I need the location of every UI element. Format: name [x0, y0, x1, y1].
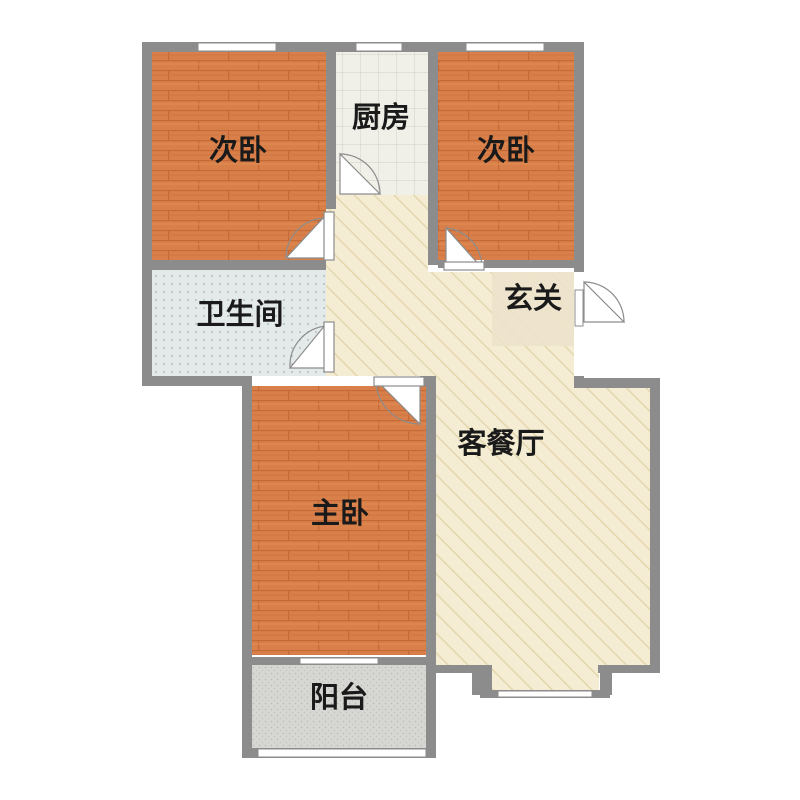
floor-master-bedroom [252, 386, 426, 655]
room-label-living-dining: 客餐厅 [457, 426, 544, 460]
floor-entrance [492, 272, 574, 346]
windows [197, 42, 593, 758]
room-label-bedroom-right: 次卧 [477, 133, 535, 167]
floor-bathroom [152, 270, 326, 376]
room-label-master-bedroom: 主卧 [311, 496, 369, 530]
floor-bedroom-right [438, 52, 574, 260]
room-label-entrance: 玄关 [504, 281, 562, 315]
room-label-bathroom: 卫生间 [196, 297, 283, 331]
doors [284, 152, 626, 426]
door-entrance [583, 280, 626, 323]
floor-bedroom-left [152, 52, 326, 260]
room-label-kitchen: 厨房 [352, 100, 410, 134]
room-label-bedroom-left: 次卧 [209, 133, 267, 167]
room-label-balcony: 阳台 [310, 680, 368, 714]
floor-balcony [252, 665, 426, 749]
door-kitchen [339, 152, 382, 195]
